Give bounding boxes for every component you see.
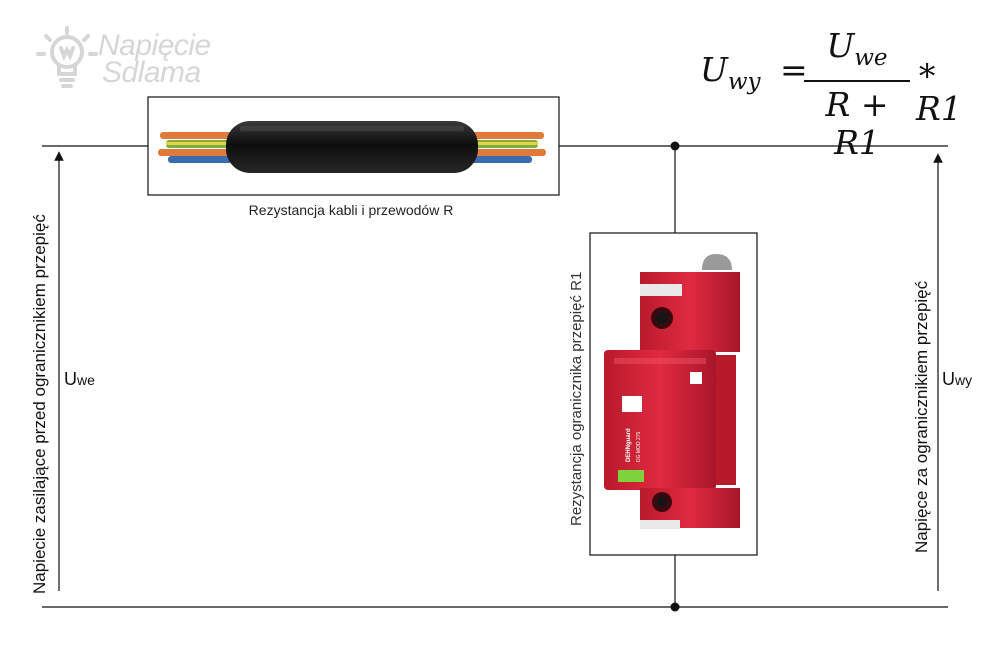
lightbulb-icon xyxy=(36,26,98,88)
status-window xyxy=(618,470,644,482)
right-conductors xyxy=(470,132,546,163)
cable-jacket xyxy=(226,121,478,173)
logo-line1: Napięcie xyxy=(98,29,211,62)
spd-module xyxy=(604,350,716,490)
cable-image xyxy=(147,96,560,196)
logo xyxy=(32,26,222,92)
logo-line2: Sdlama xyxy=(102,56,201,89)
formula-equals: = xyxy=(780,50,808,89)
junction-dot-bottom xyxy=(670,602,680,612)
surge-protector-image: DEHNguard DG MOD 275 xyxy=(589,232,758,556)
formula-numerator: Uwe xyxy=(826,26,888,71)
output-voltage-symbol: Uwy xyxy=(942,369,973,389)
formula-fraction: Uwe R + R1 xyxy=(804,26,910,162)
spd-resistance-label: Rezystancja ogranicznika przepięć R1 xyxy=(568,271,585,526)
device-model: DG MOD 275 xyxy=(636,431,642,462)
input-voltage-label: Napiecie zasilające przed ogranicznikiem… xyxy=(30,214,49,594)
formula-lhs: Uwy xyxy=(700,50,761,95)
input-voltage-symbol: Uwe xyxy=(64,369,95,389)
fraction-bar xyxy=(804,80,910,82)
left-conductors xyxy=(158,132,232,163)
logo-text: Napięcie Sdlama xyxy=(98,29,211,89)
formula-multiplier: ∗ R1 xyxy=(916,50,962,128)
junction-dot-top xyxy=(670,141,680,151)
formula-denominator: R + R1 xyxy=(825,85,889,162)
voltage-formula: Uwy = Uwe R + R1 ∗ R1 xyxy=(700,26,990,162)
cable-label: Rezystancja kabli i przewodów R xyxy=(249,202,454,218)
device-brand: DEHNguard xyxy=(626,428,632,462)
output-voltage-label: Napięce za ogranicznikiem przepięć xyxy=(912,280,931,553)
